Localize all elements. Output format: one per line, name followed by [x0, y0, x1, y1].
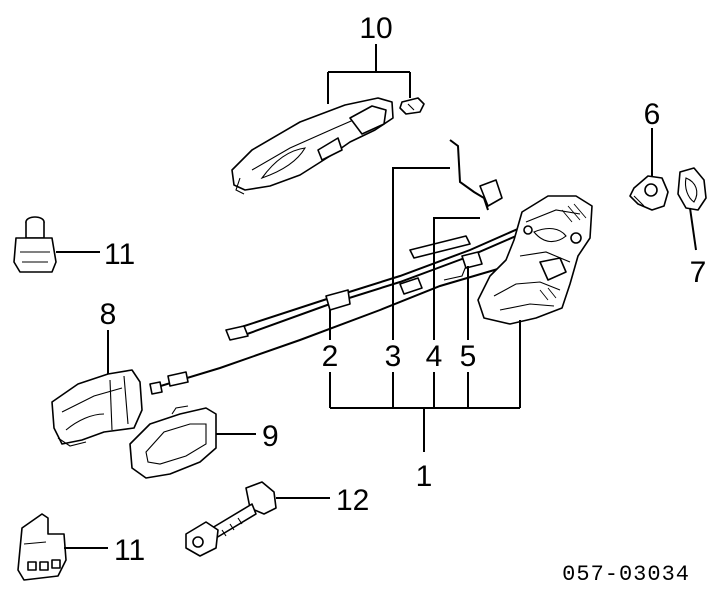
bushing-6 [629, 175, 669, 211]
inner-handle-housing [51, 369, 143, 447]
callout-7: 7 [690, 256, 707, 289]
bushing-7 [677, 167, 707, 211]
leader-lines [56, 44, 697, 549]
callout-2: 2 [322, 340, 339, 373]
callout-5: 5 [460, 340, 477, 373]
handle-bezel [129, 405, 217, 479]
callout-1: 1 [416, 460, 433, 493]
callout-labels: 10 6 7 11 8 2 3 4 5 9 1 12 11 [100, 12, 707, 567]
callout-4: 4 [426, 340, 443, 373]
handle-clip [399, 97, 425, 115]
outer-door-handle [231, 97, 394, 195]
rods-and-cables [149, 139, 521, 395]
callout-11-top: 11 [104, 238, 135, 271]
callout-9: 9 [262, 420, 279, 453]
callout-6: 6 [644, 98, 661, 131]
fitting-11-bottom [17, 513, 67, 581]
door-latch-assembly [477, 195, 593, 325]
callout-8: 8 [100, 298, 117, 331]
door-check [185, 481, 277, 557]
callout-3: 3 [385, 340, 402, 373]
drawing-code: 057-03034 [562, 562, 690, 587]
fitting-11-top [13, 216, 57, 273]
callout-11-bottom: 11 [114, 534, 145, 567]
callout-12: 12 [336, 484, 369, 517]
callout-10: 10 [359, 12, 392, 45]
